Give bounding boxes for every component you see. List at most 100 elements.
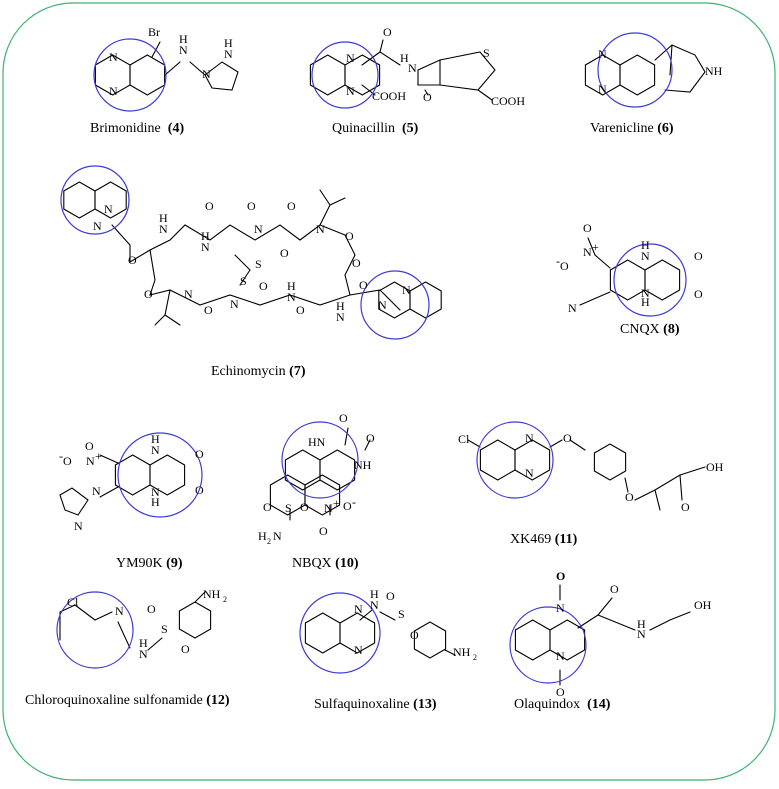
atom-nplus: N (583, 245, 592, 259)
atom-plus: + (592, 240, 599, 254)
atom-nplus: N (86, 454, 95, 468)
cnqx-ring-b (644, 259, 681, 301)
bond-ch2 (649, 619, 671, 631)
atom-n: N (224, 47, 233, 61)
atom-h: H (641, 295, 650, 309)
phenyl (178, 601, 212, 639)
bond-cooh (477, 89, 493, 101)
thioacetal (234, 254, 251, 271)
atom-n: N (202, 67, 211, 81)
atom-o: O (247, 199, 256, 213)
atom-n: N (254, 222, 263, 236)
highlight-olaquindox (509, 606, 587, 684)
atom-h: H (139, 636, 148, 650)
compound-number: (6) (657, 121, 674, 136)
bond-no2 (99, 454, 119, 464)
highlight-xk469 (476, 421, 554, 499)
compound-name: Olaquindox (514, 697, 581, 712)
atom-o: O (352, 256, 361, 270)
compound-number: (12) (206, 693, 230, 708)
bond (74, 604, 96, 621)
atom-minus: - (59, 449, 63, 463)
atom-h: H (400, 51, 409, 65)
atom-s: S (398, 607, 405, 621)
atom-s: S (161, 622, 168, 636)
atom-o: O (300, 500, 309, 514)
cnqx-ring-a (609, 259, 646, 301)
bond-oh (669, 611, 691, 621)
compound-name: Varenicline (590, 121, 654, 136)
sulfaquinoxaline-ring-a (304, 612, 341, 654)
atom-n: N (230, 297, 239, 311)
highlight-echinomycin-b (360, 270, 430, 340)
compound-number: (9) (166, 556, 183, 571)
atom-oh: OH (694, 598, 712, 612)
bond-cn (379, 51, 401, 66)
atom-n: N (598, 82, 607, 96)
atom-n: N (316, 222, 325, 236)
caption-xk469: XK469 (11) (510, 532, 577, 548)
ring-close (344, 274, 351, 296)
bond-cooh (654, 474, 681, 491)
nbqx-a-ring-b (319, 449, 356, 491)
bond-amide (361, 51, 381, 66)
atom-o: O (181, 642, 190, 656)
imidazole (59, 487, 89, 516)
atom-o: O (339, 411, 348, 425)
bond-s (147, 637, 163, 651)
atom-n: N (201, 240, 210, 254)
atom-n: N (637, 627, 646, 641)
compound-name: NBQX (292, 556, 332, 571)
atom-h: H (159, 211, 168, 225)
caption-sulfaquinoxaline: Sulfaquinoxaline (13) (314, 697, 436, 713)
atom-o: O (556, 685, 565, 699)
atom-nh2: NH (203, 587, 221, 601)
atom-n: N (139, 647, 148, 661)
ym90k-ring-b (149, 454, 186, 496)
quinacillin-ring-b (344, 54, 381, 96)
atom-n: N (354, 602, 363, 616)
bond-cn (579, 291, 611, 306)
bond-co (679, 474, 683, 501)
atom-n: N (346, 51, 355, 65)
atom-o: O (383, 25, 392, 39)
compound-number: (7) (289, 364, 306, 379)
olaquindox-ring-b (549, 619, 586, 661)
caption-brimonidine: Brimonidine (4) (90, 121, 184, 137)
highlight-cnqx (613, 243, 687, 317)
atom-n: N (525, 466, 534, 480)
atom-o: O (204, 303, 213, 317)
varenicline-ring-b (619, 54, 656, 96)
compound-name: YM90K (116, 556, 163, 571)
highlight-chloroquinoxaline (56, 591, 134, 669)
atom-n: N (556, 601, 565, 615)
caption-ym90k: YM90K (9) (116, 556, 183, 572)
atom-plus: + (333, 496, 340, 510)
atom-o: O (287, 199, 296, 213)
atom-n: N (93, 219, 102, 233)
brimonidine-ring-b (129, 54, 166, 96)
atom-o: O (345, 229, 354, 243)
compound-name: Quinacillin (332, 121, 395, 136)
valine-b (164, 289, 171, 316)
imidazoline-ring (204, 61, 239, 91)
atom-n: N (151, 443, 160, 457)
atom-s: S (285, 501, 292, 515)
atom-ominus: O (63, 454, 72, 468)
bond-lines (59, 39, 706, 686)
ring-close (344, 254, 356, 276)
atom-h2n: H (258, 529, 267, 543)
highlight-nbqx (281, 421, 359, 499)
atom-n: N (92, 484, 101, 498)
bond-n (99, 486, 119, 498)
atom-n: N (109, 50, 118, 64)
atom-plus: + (95, 449, 102, 463)
caption-nbqx: NBQX (10) (292, 556, 359, 572)
atom-n: N (598, 47, 607, 61)
atom-h: H (151, 432, 160, 446)
atom-n: N (408, 61, 417, 75)
caption-quinacillin: Quinacillin (5) (332, 121, 418, 137)
caption-varenicline: Varenicline (6) (590, 121, 674, 137)
